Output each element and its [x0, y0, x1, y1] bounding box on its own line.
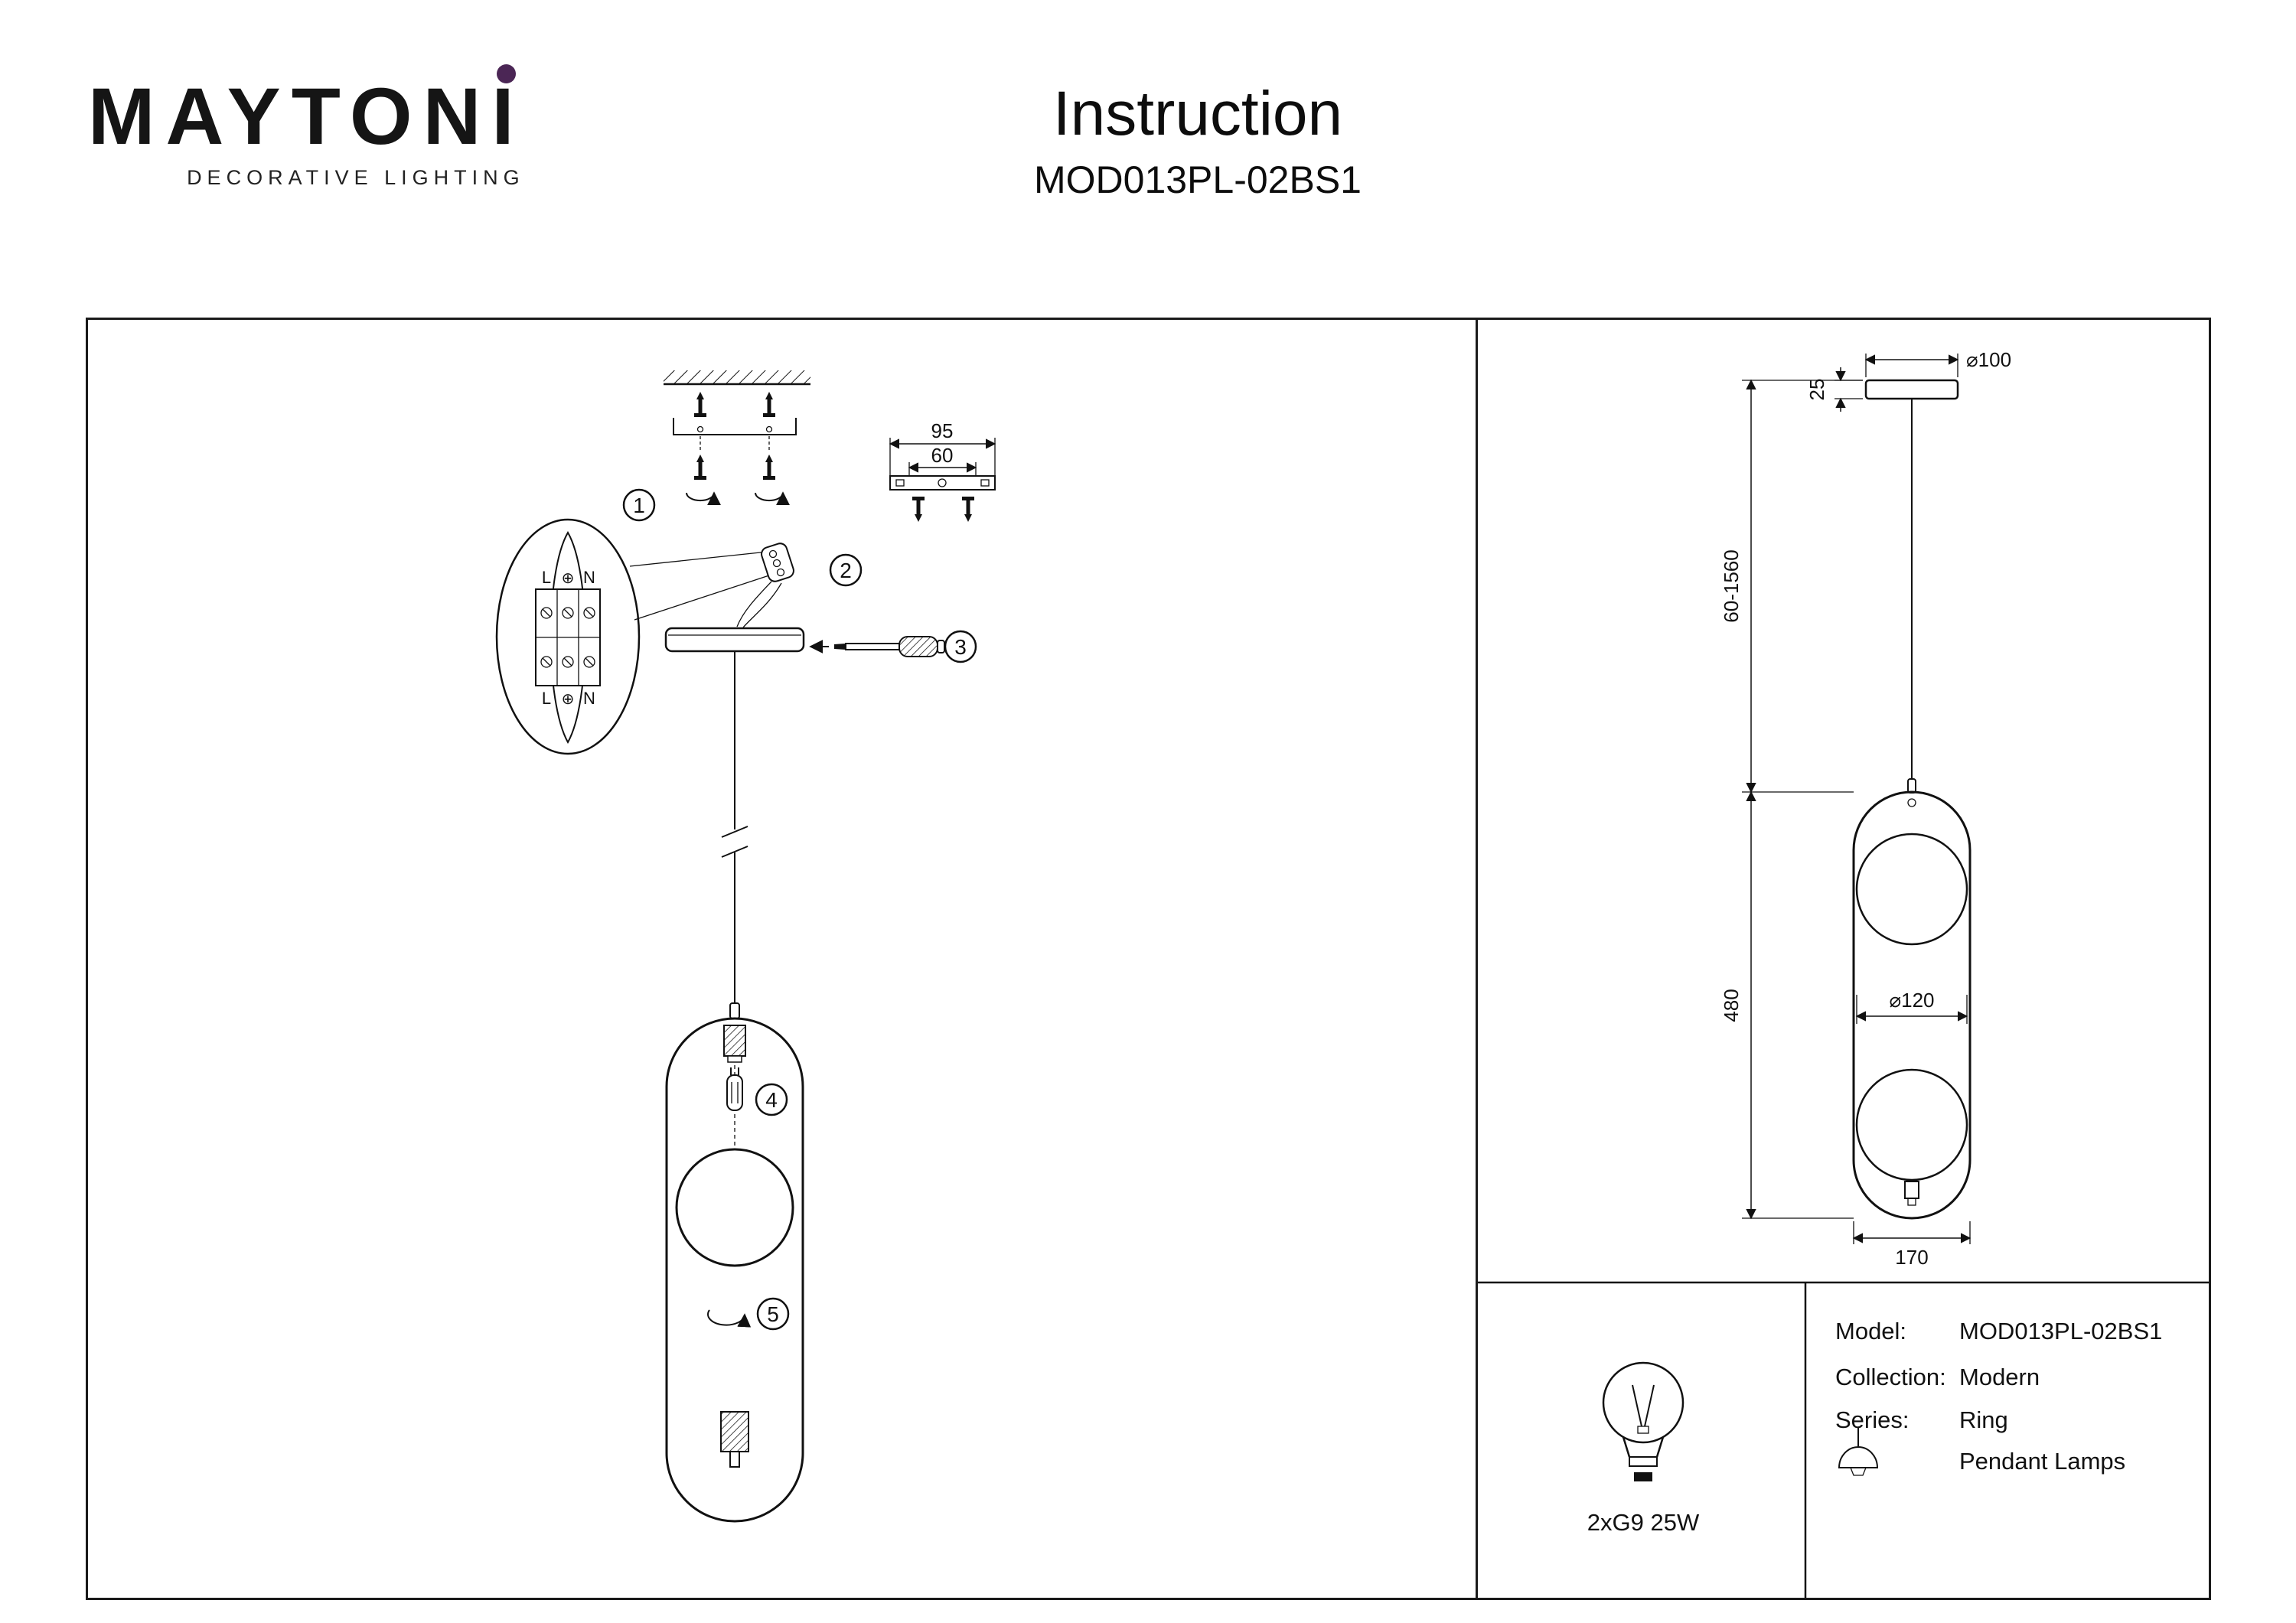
- model-number: MOD013PL-02BS1: [1033, 158, 1362, 201]
- ceiling-hatch: [664, 370, 810, 386]
- terminal-l-bottom: L: [542, 689, 551, 708]
- terminal-n-bottom: N: [583, 689, 595, 708]
- svg-text:3: 3: [954, 635, 967, 659]
- dim-bracket-outer: 95: [931, 419, 954, 442]
- upper-globe: [1855, 833, 1968, 946]
- canopy-step: 3: [664, 627, 977, 663]
- lower-globe: [1855, 1068, 1968, 1181]
- dim-canopy-diameter: ⌀100: [1966, 348, 2011, 371]
- dim-globe-diameter: ⌀120: [1889, 989, 1934, 1012]
- spec-table: Model: MOD013PL-02BS1 Collection: Modern…: [1835, 1318, 2162, 1476]
- spec-series-value: Ring: [1959, 1406, 2008, 1433]
- dim-ring-height: 480: [1720, 989, 1743, 1022]
- header: Instruction MOD013PL-02BS1: [880, 83, 1515, 202]
- pendant-lamp-icon: [1838, 1428, 1879, 1476]
- rotation-arrow-icon: [707, 1309, 752, 1328]
- dim-canopy-height: 25: [1805, 379, 1828, 401]
- rotate-arrow-icon: [686, 491, 721, 506]
- bottom-socket: [720, 1411, 749, 1468]
- spec-collection-value: Modern: [1959, 1364, 2040, 1390]
- logo-dot: [496, 64, 516, 83]
- svg-text:5: 5: [767, 1302, 779, 1326]
- spec-type-value: Pendant Lamps: [1959, 1448, 2125, 1475]
- lamp-spec: 2xG9 25W: [1587, 1509, 1700, 1536]
- svg-text:1: 1: [633, 494, 645, 517]
- step-2-badge: 2: [829, 553, 863, 587]
- mounting-bracket-step: 1: [622, 392, 797, 522]
- installation-panel: 1 95 60: [86, 318, 1478, 1600]
- dim-ring-width: 170: [1895, 1246, 1928, 1269]
- spec-model-label: Model:: [1835, 1318, 1906, 1344]
- height-dimensions: 60-1560 480: [1720, 379, 1863, 1220]
- step-4-badge: 4: [755, 1083, 788, 1116]
- spec-series-label: Series:: [1835, 1406, 1909, 1433]
- svg-text:4: 4: [765, 1088, 778, 1112]
- terminal-earth-top: ⊕: [562, 570, 575, 587]
- socket-detail: [1904, 1181, 1919, 1199]
- dimensions-panel: ⌀100 25 ⌀120: [1478, 318, 2211, 1600]
- width-dimension: 170: [1852, 1221, 1971, 1269]
- installation-drawing: 1 95 60: [495, 370, 996, 1523]
- terminal-n-top: N: [583, 568, 595, 587]
- wiring-detail: L ⊕ N L ⊕ N: [495, 518, 863, 755]
- terminal-l-top: L: [542, 568, 551, 587]
- step-1-badge: 1: [622, 488, 656, 522]
- logo-wordmark: MAYTONI: [88, 72, 525, 161]
- screwdriver-icon: [834, 636, 945, 657]
- bulb-icon: [1602, 1361, 1684, 1481]
- wire-connector: [736, 543, 794, 628]
- spec-collection-label: Collection:: [1835, 1364, 1946, 1390]
- brand-logo: MAYTONI DECORATIVE LIGHTING: [88, 64, 525, 190]
- dim-bracket-inner: 60: [931, 444, 954, 467]
- canopy-dimension: ⌀100 25: [1805, 348, 2011, 412]
- rotate-arrow-icon: [755, 491, 790, 506]
- step-5-badge: 5: [756, 1297, 790, 1331]
- bracket-dimensions: 95 60: [889, 419, 996, 522]
- top-socket: [723, 1025, 746, 1057]
- ring-dimension: ⌀120: [1852, 790, 1971, 1220]
- terminal-block: L ⊕ N L ⊕ N: [535, 568, 601, 708]
- step-3-badge: 3: [944, 630, 977, 663]
- terminal-earth-bottom: ⊕: [562, 691, 575, 708]
- page-title: Instruction: [1052, 79, 1343, 148]
- g9-bulb-icon: [726, 1067, 743, 1111]
- suspension-wire: [721, 651, 748, 1019]
- pendant-ring: 4 5: [665, 1017, 804, 1523]
- dim-wire-length: 60-1560: [1720, 549, 1743, 622]
- spec-model-value: MOD013PL-02BS1: [1959, 1318, 2162, 1344]
- dimension-drawing: ⌀100 25 ⌀120: [1478, 348, 2209, 1598]
- svg-text:2: 2: [840, 559, 852, 582]
- glass-globe: [675, 1148, 794, 1267]
- logo-tagline: DECORATIVE LIGHTING: [187, 166, 525, 189]
- wire-break: [721, 826, 748, 858]
- logo-text: MAYTONI: [88, 64, 525, 157]
